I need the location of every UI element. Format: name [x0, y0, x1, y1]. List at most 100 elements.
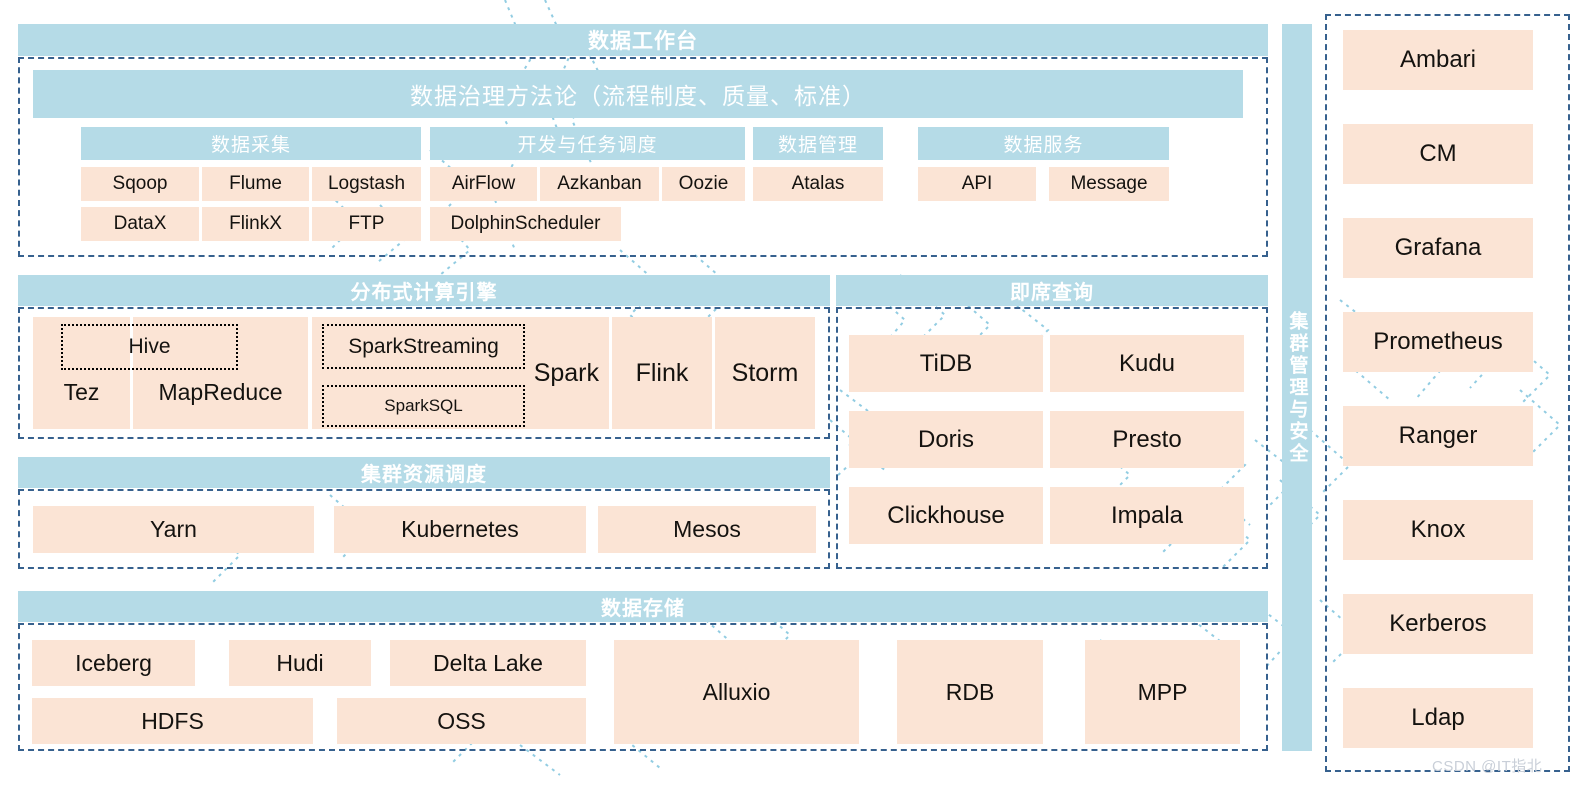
tool-box-azkanban[interactable]: Azkanban	[540, 167, 659, 201]
adhoc-label: Impala	[1110, 501, 1184, 529]
watermark-text: CSDN @IT指北	[1432, 758, 1543, 775]
group-title-data-collection: 数据采集	[81, 127, 421, 160]
tool-box-flinkx[interactable]: FlinkX	[202, 207, 309, 241]
storage-box-iceberg[interactable]: Iceberg	[32, 640, 195, 686]
tool-label: Flume	[229, 173, 282, 194]
storage-label: Iceberg	[75, 649, 152, 676]
cluster-box-knox[interactable]: Knox	[1343, 500, 1533, 560]
engine-label: Flink	[635, 358, 689, 387]
engine-box-mapreduce[interactable]: MapReduce	[133, 317, 308, 429]
tool-label: Atalas	[791, 173, 845, 194]
storage-label: OSS	[437, 707, 486, 734]
adhoc-label: TiDB	[919, 349, 973, 377]
storage-title-bar: 数据存储	[18, 591, 1268, 622]
tool-box-api[interactable]: API	[918, 167, 1036, 201]
resource-box-kubernetes[interactable]: Kubernetes	[334, 506, 586, 553]
compute-container	[18, 307, 830, 439]
cluster-box-kerberos[interactable]: Kerberos	[1343, 594, 1533, 654]
tool-box-airflow[interactable]: AirFlow	[430, 167, 537, 201]
storage-box-mpp[interactable]: MPP	[1085, 640, 1240, 744]
tool-label: Azkanban	[557, 173, 642, 194]
workbench-title: 数据工作台	[588, 30, 698, 53]
engine-label: Spark	[533, 358, 599, 387]
cluster-label: Prometheus	[1373, 328, 1503, 355]
governance-title: 数据治理方法论（流程制度、质量、标准）	[410, 83, 866, 109]
adhoc-box-tidb[interactable]: TiDB	[849, 335, 1043, 392]
tool-box-sqoop[interactable]: Sqoop	[81, 167, 199, 201]
adhoc-label: Kudu	[1118, 349, 1176, 377]
adhoc-box-doris[interactable]: Doris	[849, 411, 1043, 468]
compute-title-bar: 分布式计算引擎	[18, 275, 830, 306]
cluster-box-grafana[interactable]: Grafana	[1343, 218, 1533, 278]
engine-box-tez[interactable]: Tez	[33, 317, 130, 429]
cluster-label: Ldap	[1411, 704, 1465, 731]
storage-box-alluxio[interactable]: Alluxio	[614, 640, 859, 744]
adhoc-box-clickhouse[interactable]: Clickhouse	[849, 487, 1043, 544]
cluster-box-ldap[interactable]: Ldap	[1343, 688, 1533, 748]
adhoc-box-kudu[interactable]: Kudu	[1050, 335, 1244, 392]
cluster-management-title: 集群管理与安全	[1286, 310, 1308, 465]
workbench-title-bar: 数据工作台	[18, 24, 1268, 56]
tool-label: API	[961, 173, 993, 194]
watermark: CSDN @IT指北	[1432, 755, 1542, 776]
group-title-label: 数据采集	[210, 135, 291, 156]
governance-bar: 数据治理方法论（流程制度、质量、标准）	[33, 70, 1243, 118]
tool-box-atalas[interactable]: Atalas	[753, 167, 883, 201]
cluster-management-container	[1325, 14, 1570, 772]
cluster-box-ranger[interactable]: Ranger	[1343, 406, 1533, 466]
storage-label: HDFS	[141, 707, 204, 734]
storage-box-hdfs[interactable]: HDFS	[32, 698, 313, 744]
engine-box-spark-streaming[interactable]: SparkStreaming	[322, 324, 525, 369]
engine-box-spark[interactable]: Spark	[312, 317, 609, 429]
cluster-box-prometheus[interactable]: Prometheus	[1343, 312, 1533, 372]
adhoc-box-presto[interactable]: Presto	[1050, 411, 1244, 468]
group-title-dev-scheduling: 开发与任务调度	[430, 127, 745, 160]
storage-label: Hudi	[276, 649, 324, 676]
tool-box-ftp[interactable]: FTP	[312, 207, 421, 241]
adhoc-label: Doris	[917, 425, 974, 453]
engine-box-storm[interactable]: Storm	[715, 317, 815, 429]
resource-title: 集群资源调度	[361, 464, 487, 486]
resource-label: Kubernetes	[401, 516, 519, 542]
adhoc-title: 即席查询	[1010, 282, 1094, 304]
engine-label: MapReduce	[158, 379, 283, 405]
resource-label: Mesos	[673, 516, 741, 542]
tool-box-datax[interactable]: DataX	[81, 207, 199, 241]
engine-label: SparkStreaming	[348, 334, 499, 358]
tool-box-oozie[interactable]: Oozie	[662, 167, 745, 201]
cluster-box-ambari[interactable]: Ambari	[1343, 30, 1533, 90]
tool-box-message[interactable]: Message	[1049, 167, 1169, 201]
storage-box-hudi[interactable]: Hudi	[229, 640, 371, 686]
tool-label: DataX	[113, 213, 167, 234]
tool-label: Sqoop	[112, 173, 168, 194]
tool-box-logstash[interactable]: Logstash	[312, 167, 421, 201]
engine-label: Tez	[63, 379, 100, 405]
storage-box-oss[interactable]: OSS	[337, 698, 586, 744]
resource-box-yarn[interactable]: Yarn	[33, 506, 314, 553]
cluster-management-vertical-bar: 集群管理与安全	[1282, 24, 1312, 751]
storage-label: Alluxio	[702, 678, 771, 705]
adhoc-box-impala[interactable]: Impala	[1050, 487, 1244, 544]
tool-box-dolphinscheduler[interactable]: DolphinScheduler	[430, 207, 621, 241]
storage-box-rdb[interactable]: RDB	[897, 640, 1043, 744]
storage-box-delta-lake[interactable]: Delta Lake	[390, 640, 586, 686]
adhoc-title-bar: 即席查询	[836, 275, 1268, 306]
group-title-data-service: 数据服务	[918, 127, 1169, 160]
cluster-label: Grafana	[1394, 234, 1482, 261]
resource-box-mesos[interactable]: Mesos	[598, 506, 816, 553]
tool-box-flume[interactable]: Flume	[202, 167, 309, 201]
resource-title-bar: 集群资源调度	[18, 457, 830, 488]
cluster-label: Ranger	[1398, 422, 1478, 449]
engine-box-flink[interactable]: Flink	[612, 317, 712, 429]
engine-box-spark-sql[interactable]: SparkSQL	[322, 385, 525, 427]
tool-label: FTP	[348, 213, 385, 234]
cluster-label: Kerberos	[1389, 610, 1487, 637]
group-title-label: 数据服务	[1003, 135, 1084, 156]
cluster-box-cm[interactable]: CM	[1343, 124, 1533, 184]
storage-label: Delta Lake	[433, 649, 543, 676]
storage-title: 数据存储	[601, 598, 685, 620]
tool-label: FlinkX	[229, 213, 282, 234]
engine-box-hive[interactable]: Hive	[61, 324, 238, 370]
cluster-label: Ambari	[1399, 46, 1477, 73]
